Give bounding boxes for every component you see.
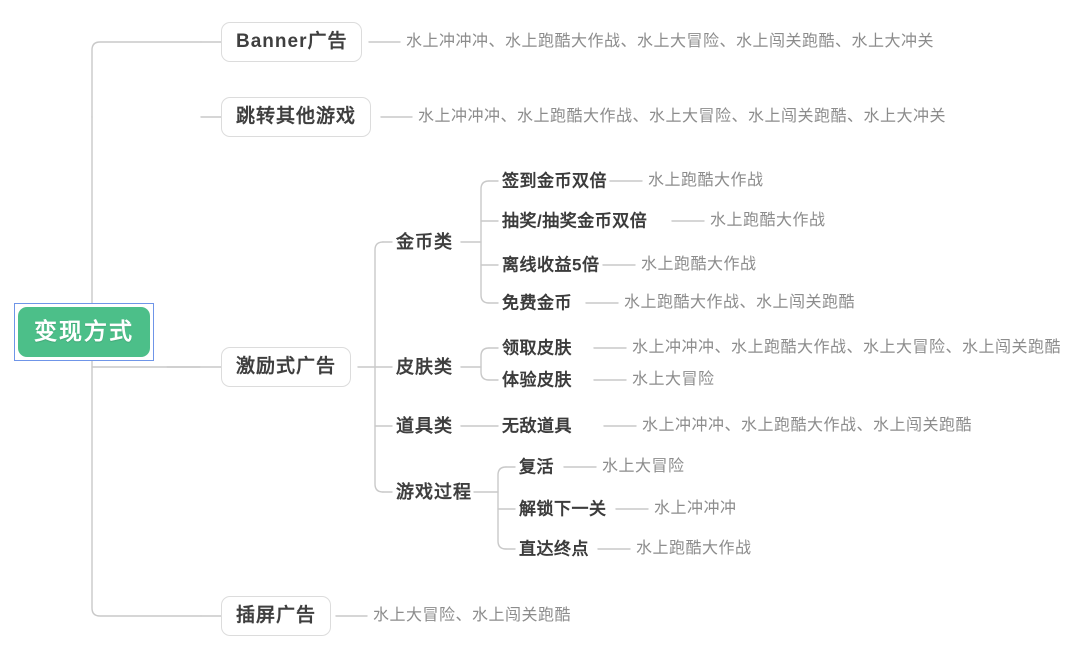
leaf-banner-games: 水上冲冲冲、水上跑酷大作战、水上大冒险、水上闯关跑酷、水上大冲关 [406, 33, 935, 50]
leaf-interstitial-games: 水上大冒险、水上闯关跑酷 [373, 607, 572, 624]
leaf-coin-item: 水上跑酷大作战 [710, 212, 826, 229]
leaf-item-item: 水上冲冲冲、水上跑酷大作战、水上闯关跑酷 [642, 417, 973, 434]
leaf-gameplay-item: 水上冲冲冲 [654, 500, 737, 517]
node-jump-other-games[interactable]: 跳转其他游戏 [221, 97, 372, 137]
node-gameplay-item[interactable]: 解锁下一关 [519, 499, 607, 519]
node-coin-category[interactable]: 金币类 [396, 232, 453, 252]
root-node-label: 变现方式 [18, 307, 150, 357]
leaf-gameplay-item: 水上跑酷大作战 [636, 540, 752, 557]
wire-skin-trunk [480, 347, 490, 381]
node-gameplay-item[interactable]: 复活 [519, 457, 554, 477]
node-skin-item[interactable]: 体验皮肤 [502, 370, 572, 390]
leaf-jump-other-games: 水上冲冲冲、水上跑酷大作战、水上大冒险、水上闯关跑酷、水上大冲关 [418, 108, 947, 125]
node-coin-item[interactable]: 签到金币双倍 [502, 171, 607, 191]
leaf-coin-item: 水上跑酷大作战 [641, 256, 757, 273]
node-rewarded-ad[interactable]: 激励式广告 [221, 347, 352, 387]
wire-category-trunk [374, 241, 384, 493]
wire-gameplay-trunk [497, 466, 507, 550]
node-skin-category[interactable]: 皮肤类 [396, 357, 453, 377]
root-node[interactable]: 变现方式 [14, 303, 154, 361]
leaf-coin-item: 水上跑酷大作战、水上闯关跑酷 [624, 294, 856, 311]
leaf-skin-item: 水上大冒险 [632, 371, 715, 388]
node-banner-ad[interactable]: Banner广告 [221, 22, 363, 62]
node-coin-item[interactable]: 抽奖/抽奖金币双倍 [502, 211, 648, 231]
node-coin-item[interactable]: 免费金币 [502, 293, 572, 313]
wire-coin-trunk [480, 180, 490, 304]
node-item-category[interactable]: 道具类 [396, 416, 453, 436]
node-item-item[interactable]: 无敌道具 [502, 416, 572, 436]
leaf-gameplay-item: 水上大冒险 [602, 458, 685, 475]
node-skin-item[interactable]: 领取皮肤 [502, 338, 572, 358]
leaf-skin-item: 水上冲冲冲、水上跑酷大作战、水上大冒险、水上闯关跑酷 [632, 339, 1062, 356]
node-gameplay-category[interactable]: 游戏过程 [396, 482, 472, 502]
leaf-coin-item: 水上跑酷大作战 [648, 172, 764, 189]
node-gameplay-item[interactable]: 直达终点 [519, 539, 589, 559]
node-interstitial-ad[interactable]: 插屏广告 [221, 596, 332, 636]
node-coin-item[interactable]: 离线收益5倍 [502, 255, 600, 275]
